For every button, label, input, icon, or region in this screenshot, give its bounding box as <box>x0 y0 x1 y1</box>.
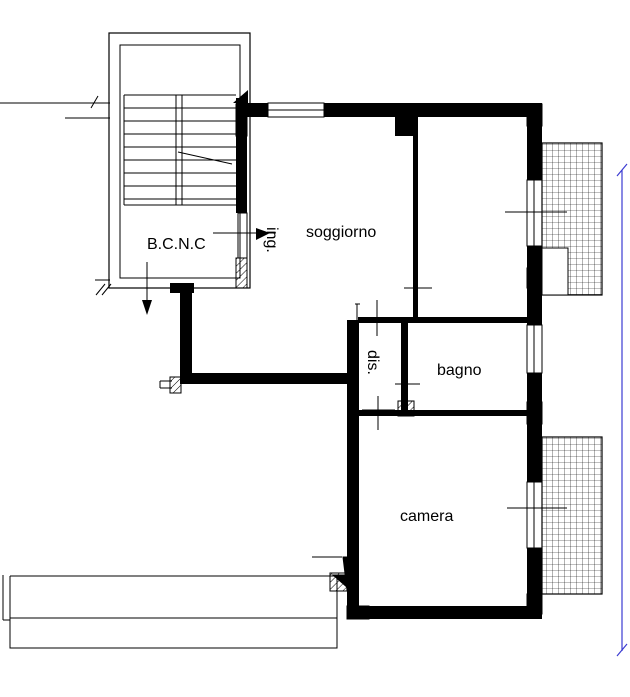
context-lines <box>0 95 112 296</box>
balconies <box>541 142 603 595</box>
stairwell <box>108 32 276 315</box>
hatched-walls <box>169 103 543 620</box>
entrance-label: ing. <box>263 227 280 253</box>
walls <box>170 102 542 619</box>
stair-label: B.C.N.C <box>147 236 206 253</box>
bedroom-label: camera <box>400 508 453 525</box>
living-room-label: soggiorno <box>306 224 376 241</box>
windows <box>526 179 543 549</box>
lower-structure <box>2 556 351 649</box>
room-labels: B.C.N.C ing. soggiorno dis. bagno camera <box>147 224 482 525</box>
dimension-line <box>616 163 628 657</box>
hall-label: dis. <box>364 350 381 375</box>
bathroom-label: bagno <box>437 362 482 379</box>
stair-treads <box>123 94 236 206</box>
door-marks <box>159 211 567 558</box>
